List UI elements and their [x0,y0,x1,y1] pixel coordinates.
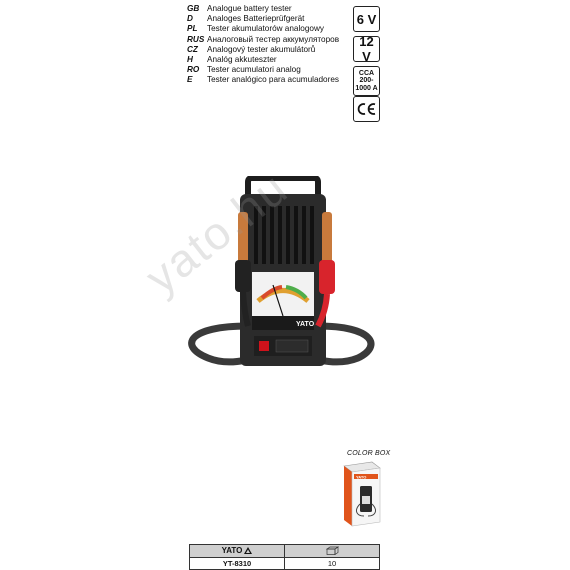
color-box-label: COLOR BOX [347,450,391,457]
language-code: RUS [187,34,205,44]
language-text: Tester acumulatori analog [207,65,301,75]
table-header-row: YATO [190,545,379,557]
box-icon [325,546,339,556]
load-switch-button [259,341,269,351]
cooling-vents [254,206,314,264]
black-clamp [235,212,251,327]
quantity-cell: 10 [284,557,379,569]
table-row: YT-8310 10 [190,556,379,569]
brand-cell: YATO [190,545,284,557]
color-box-illustration: YATO [343,461,381,527]
language-code: H [187,54,193,64]
voltage-12v-text: 12 V [359,34,374,64]
language-row: PL Tester akumulatorów analogowy [187,24,339,34]
package-cell [284,545,379,557]
language-text: Tester akumulatorów analogowy [207,24,324,34]
language-text: Analoges Batterieprüfgerät [207,14,305,24]
language-text: Analogový tester akumulátorů [207,44,316,54]
language-list: GB Analogue battery tester D Analoges Batt… [187,4,339,86]
cca-badge: CCA 200- 1000 A [353,66,380,96]
ce-mark-icon [357,103,375,115]
language-code: CZ [187,44,198,54]
battery-tester-illustration: YATO [188,176,375,366]
language-code: D [187,14,193,24]
carry-handle [245,176,321,198]
warning-label [275,339,309,353]
language-code: PL [187,24,198,34]
brand-triangle-icon [244,547,253,555]
language-row: RO Tester acumulatori analog [187,65,339,75]
voltage-6v-badge: 6 V [353,6,380,32]
language-text: Аналоговый тестер аккумуляторов [207,34,340,44]
red-clamp [315,212,335,328]
voltage-6v-text: 6 V [356,11,377,27]
voltage-12v-badge: 12 V [353,34,380,64]
product-code-cell: YT-8310 [222,558,252,568]
language-code: GB [187,4,200,13]
cca-range-end: 1000 A [355,84,378,92]
language-text: Tester analógico para acumuladores [207,75,339,85]
meter-scale-green [285,285,308,300]
language-row: H Analóg akkuteszter [187,55,339,65]
language-code: RO [187,65,200,75]
brand-text: YATO [221,546,243,556]
meter-needle [272,284,284,317]
meter-scale-red [260,285,283,300]
language-row: GB Analogue battery tester [187,4,339,14]
brand-logo: YATO [222,546,253,555]
cca-label: CCA [358,69,375,77]
language-text: Analogue battery tester [207,4,292,13]
language-row: CZ Analogový tester akumulátorů [187,45,339,55]
language-row: D Analoges Batterieprüfgerät [187,14,339,24]
language-text: Analóg akkuteszter [207,54,277,64]
cca-range-start: 200- [359,77,374,85]
color-box-brand: YATO [356,474,366,479]
product-info-table: YATO YT-8310 10 [189,544,380,570]
language-code: E [187,75,193,85]
ce-mark-badge [353,96,380,122]
language-row: E Tester analógico para acumuladores [187,75,339,85]
front-brand-text: YATO [296,321,315,328]
meter-brand-strip [252,316,314,330]
